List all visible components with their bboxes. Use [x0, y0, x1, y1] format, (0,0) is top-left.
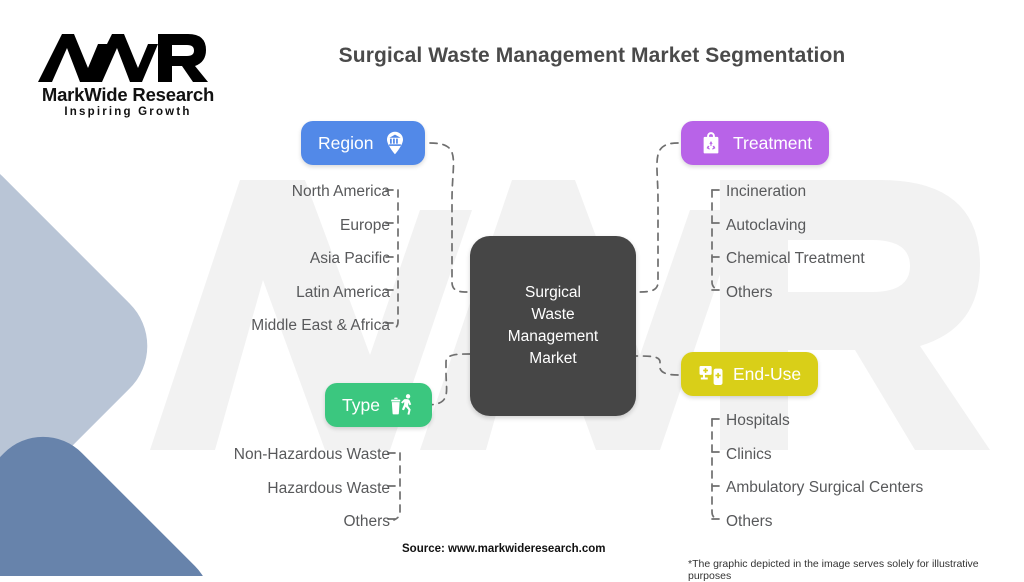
mwr-logo-mark [38, 34, 208, 82]
branch-item: Hospitals [726, 412, 790, 429]
branch-badge-end-use[interactable]: End-Use [681, 352, 819, 396]
branch-badge-region[interactable]: Region [301, 121, 426, 165]
branch-item: Europe [340, 216, 390, 234]
branch-label-end-use: End-Use [733, 363, 802, 384]
branch-label-region: Region [318, 132, 374, 153]
branch-item: Others [343, 513, 390, 530]
logo-company-name: MarkWide Research [41, 84, 215, 105]
branch-label-treatment: Treatment [733, 132, 813, 153]
branch-item: Hazardous Waste [267, 479, 390, 497]
branch-item: Chemical Treatment [726, 250, 865, 267]
markwide-research-logo: MarkWide Research Inspiring Growth [22, 28, 214, 128]
branch-item: Others [726, 512, 773, 530]
map-pin-bank-icon [387, 131, 404, 155]
branch-item: Middle East & Africa [251, 317, 390, 334]
waste-disposal-person-icon [391, 394, 412, 415]
recycling-bag-icon [703, 132, 719, 154]
branch-item: Autoclaving [726, 216, 807, 234]
branch-item: Non-Hazardous Waste [233, 446, 390, 463]
disclaimer-label: *The graphic depicted in the image serve… [688, 558, 979, 582]
medical-devices-icon [699, 365, 723, 386]
branch-item: Ambulatory Surgical Centers [726, 479, 924, 496]
branch-item: Others [726, 283, 773, 301]
branch-badge-type[interactable]: Type [325, 383, 432, 427]
source-label: Source: www.markwideresearch.com [402, 543, 606, 555]
branch-item: Latin America [296, 283, 390, 301]
page-title: Surgical Waste Management Market Segment… [338, 44, 846, 67]
branch-item: North America [291, 183, 390, 200]
logo-tagline: Inspiring Growth [64, 106, 192, 118]
branch-item: Asia Pacific [309, 250, 390, 267]
branch-badge-treatment[interactable]: Treatment [681, 121, 830, 165]
branch-label-type: Type [342, 394, 380, 415]
branch-item: Clinics [726, 445, 772, 463]
branch-item: Incineration [726, 183, 807, 200]
